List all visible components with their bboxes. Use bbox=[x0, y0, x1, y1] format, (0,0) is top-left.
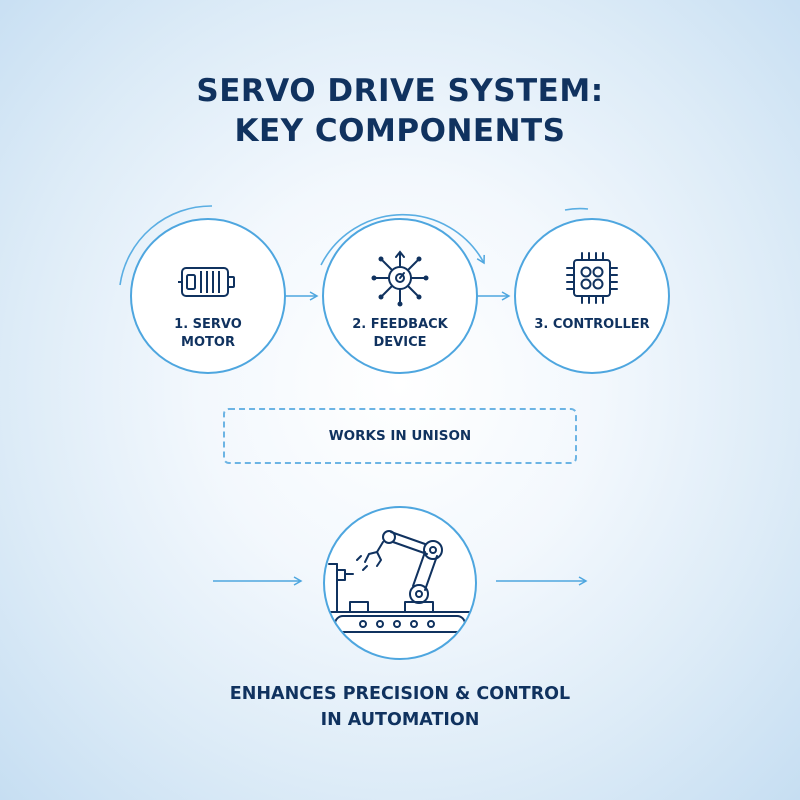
component-feedback-device: 2. FEEDBACK DEVICE bbox=[322, 218, 478, 374]
unison-label: WORKS IN UNISON bbox=[328, 428, 472, 444]
component-label-line-1: 2. FEEDBACK bbox=[352, 317, 448, 332]
unison-box: WORKS IN UNISON bbox=[223, 408, 577, 464]
motion-arc-3 bbox=[564, 207, 589, 211]
feedback-sensor-icon bbox=[371, 250, 429, 307]
motor-icon bbox=[178, 267, 235, 297]
result-line-2: IN AUTOMATION bbox=[320, 710, 480, 730]
result-line-1: ENHANCES PRECISION & CONTROL bbox=[229, 684, 571, 704]
title-line-2: KEY COMPONENTS bbox=[234, 113, 566, 149]
automation-result-node bbox=[323, 506, 477, 660]
component-label-line-1: 1. SERVO bbox=[174, 317, 242, 332]
component-label-line-2: DEVICE bbox=[373, 335, 427, 350]
component-label-line-1: 3. CONTROLLER bbox=[534, 317, 650, 332]
component-servo-motor: 1. SERVO MOTOR bbox=[130, 218, 286, 374]
chip-icon bbox=[566, 252, 618, 304]
component-controller: 3. CONTROLLER bbox=[514, 218, 670, 374]
title-line-1: SERVO DRIVE SYSTEM: bbox=[196, 73, 604, 109]
robot-arm-icon bbox=[328, 530, 470, 633]
component-label-line-2: MOTOR bbox=[181, 335, 235, 350]
